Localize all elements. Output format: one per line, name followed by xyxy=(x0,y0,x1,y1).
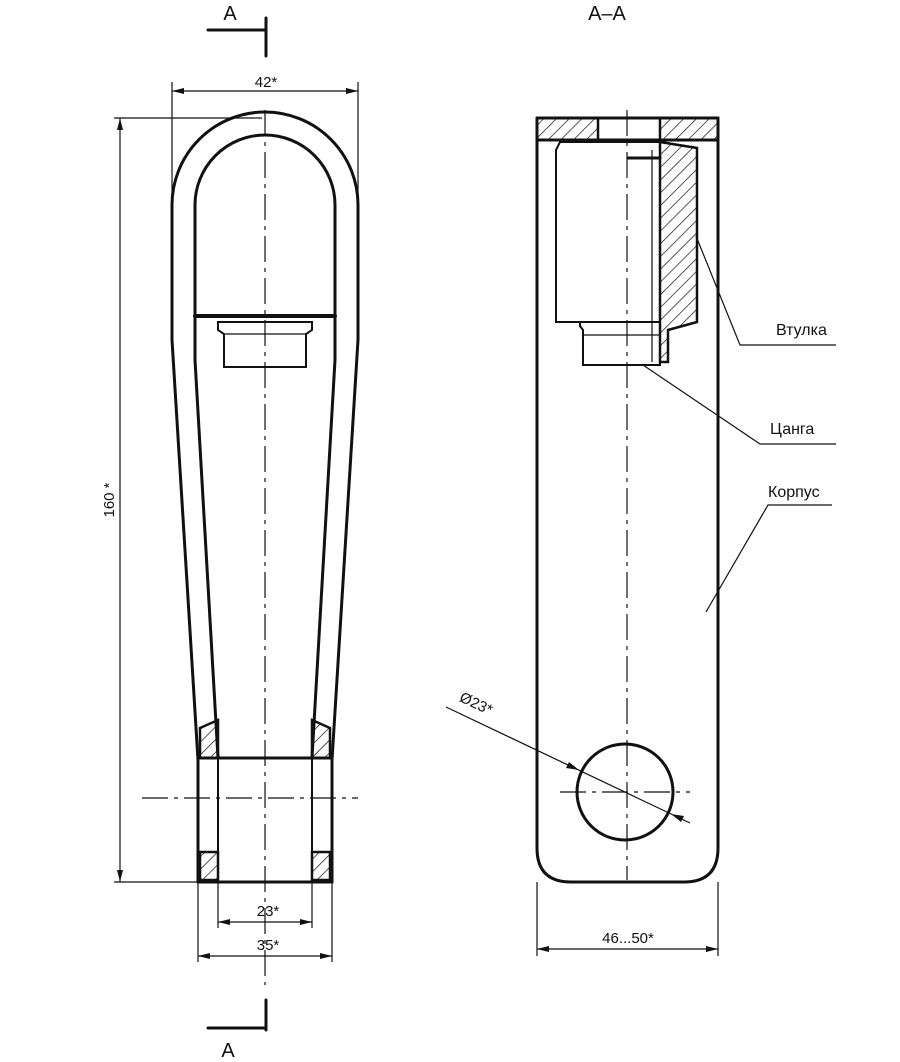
section-mark-top: A xyxy=(223,3,237,25)
outer-contour xyxy=(170,110,360,884)
leader-body xyxy=(705,504,832,613)
label-collet: Цанга xyxy=(770,421,814,438)
bushing-section xyxy=(658,140,699,364)
label-body: Корпус xyxy=(768,484,820,501)
section-view: A–A Ø23* 46...50* Втулка xyxy=(445,3,836,956)
label-bushing: Втулка xyxy=(776,322,827,339)
leader-collet xyxy=(642,364,836,445)
front-view: 42* 160 * 23* 35* A A xyxy=(101,3,360,1062)
dim-height: 160 * xyxy=(101,482,118,517)
dim-outer-width: 35* xyxy=(257,937,280,954)
section-mark-bottom: A xyxy=(221,1040,235,1062)
collet-outline xyxy=(555,141,661,323)
dim-body-width: 46...50* xyxy=(602,930,654,947)
section-title: A–A xyxy=(588,3,626,25)
dim-top-width: 42* xyxy=(255,74,278,91)
nut-outline xyxy=(217,321,313,368)
dim-inner-width: 23* xyxy=(257,903,280,920)
body-outline xyxy=(535,116,720,884)
leader-bushing xyxy=(695,235,836,346)
